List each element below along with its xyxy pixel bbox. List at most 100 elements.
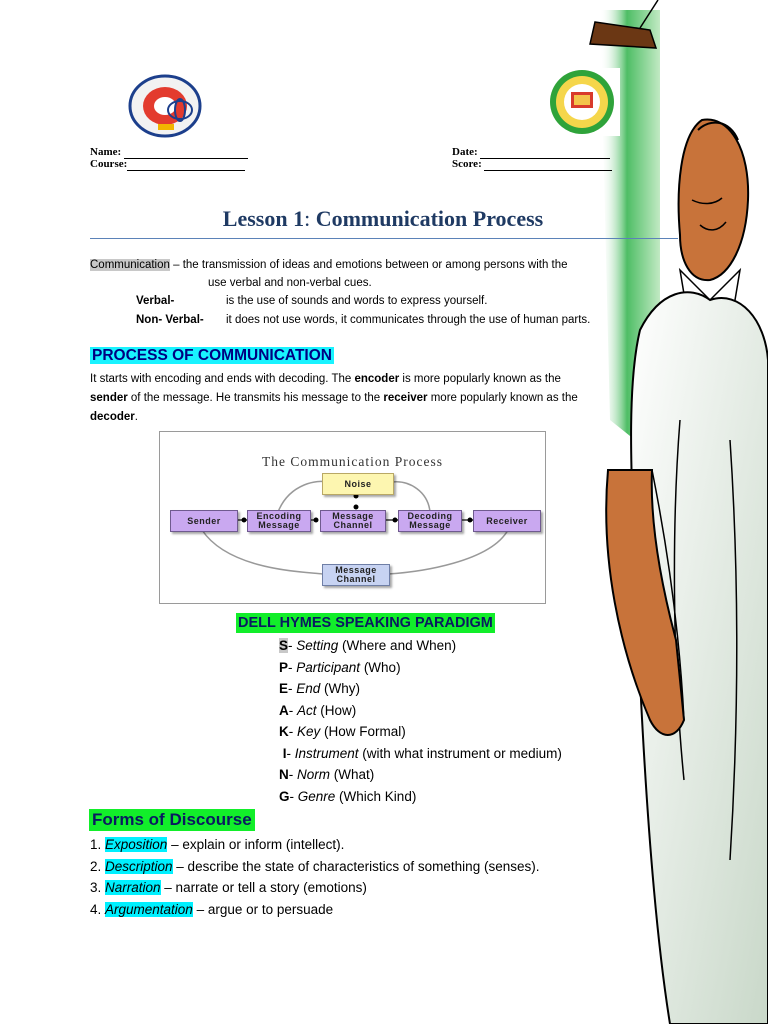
paradigm-letter: E: [279, 681, 289, 696]
encoding-box: Encoding Message: [247, 510, 311, 532]
decoding-label-2: Message: [409, 520, 451, 530]
discourse-item-narration: 3. Narration – narrate or tell a story (…: [90, 879, 367, 897]
process-text-3: of the message. He transmits his message…: [127, 392, 384, 404]
discourse-item-argumentation: 4. Argumentation – argue or to persuade: [90, 901, 333, 919]
paradigm-desc: (Which Kind): [335, 789, 417, 804]
encoding-label-2: Message: [258, 520, 300, 530]
paradigm-item-k: K- Key (How Formal): [279, 724, 406, 739]
discourse-number: 2.: [90, 859, 106, 874]
process-text-1: It starts with encoding and ends with de…: [90, 373, 355, 385]
decoder-term: decoder: [90, 411, 135, 423]
paradigm-desc: (What): [330, 767, 375, 782]
discourse-item-exposition: 1. Exposition – explain or inform (intel…: [90, 836, 344, 854]
sender-label: Sender: [187, 515, 221, 526]
paradigm-word: Act: [297, 703, 317, 718]
paradigm-word: End: [296, 681, 321, 696]
process-text-2: is more popularly known as the: [399, 373, 561, 385]
decoding-box: Decoding Message: [398, 510, 462, 532]
discourse-item-description: 2. Description – describe the state of c…: [90, 858, 539, 876]
paradigm-desc: (with what instrument or medium): [358, 746, 562, 761]
definition-text: – the transmission of ideas and emotions…: [169, 259, 568, 271]
receiver-box: Receiver: [473, 510, 541, 532]
discourse-desc: – explain or inform (intellect).: [167, 837, 345, 852]
name-input[interactable]: [123, 158, 248, 159]
paradigm-word: Participant: [296, 660, 361, 675]
paradigm-word: Genre: [297, 789, 336, 804]
page-title: Lesson 1: Communication Process: [90, 206, 676, 232]
course-input[interactable]: [127, 170, 246, 171]
paradigm-item-a: A- Act (How): [279, 703, 357, 718]
paradigm-item-i: I- Instrument (with what instrument or m…: [279, 746, 562, 761]
paradigm-letter: G: [279, 789, 290, 804]
feedback-channel-box: Message Channel: [322, 564, 390, 586]
receiver-label: Receiver: [486, 515, 528, 526]
institute-logo-left: [128, 74, 202, 138]
process-text-5: .: [134, 411, 138, 423]
course-field: Course:: [90, 158, 246, 171]
definition-term: Communication: [90, 259, 170, 271]
paradigm-word: Instrument: [294, 746, 359, 761]
verbal-label: Verbal-: [136, 295, 175, 307]
discourse-desc: – describe the state of characteristics …: [172, 859, 540, 874]
paradigm-item-e: E- End (Why): [279, 681, 361, 696]
feedback-label-1: Message: [335, 565, 377, 575]
title-divider: [90, 238, 678, 239]
discourse-number: 1.: [90, 837, 106, 852]
noise-label: Noise: [344, 478, 372, 489]
paradigm-heading-text: DELL HYMES SPEAKING PARADIGM: [238, 615, 493, 631]
discourse-number: 4.: [90, 902, 106, 917]
paradigm-item-g: G- Genre (Which Kind): [279, 789, 417, 804]
paradigm-letter: K: [279, 724, 289, 739]
paradigm-letter: I: [279, 746, 287, 761]
nonverbal-label: Non- Verbal-: [136, 314, 204, 326]
name-label: Name:: [90, 146, 122, 158]
date-input[interactable]: [480, 158, 611, 159]
process-heading: PROCESS OF COMMUNICATION: [90, 347, 334, 365]
paradigm-desc: (Who): [360, 660, 401, 675]
diagram-title: The Communication Process: [262, 454, 443, 469]
score-input[interactable]: [484, 170, 613, 171]
score-field: Score:: [452, 158, 613, 171]
feedback-label-2: Channel: [336, 574, 376, 584]
discourse-heading-text: Forms of Discourse: [92, 810, 252, 829]
receiver-term: receiver: [383, 392, 428, 404]
sender-term: sender: [90, 392, 128, 404]
date-field: Date:: [452, 146, 611, 159]
verbal-text: is the use of sounds and words to expres…: [226, 295, 488, 307]
paradigm-word: Key: [297, 724, 321, 739]
paradigm-desc: (How Formal): [320, 724, 406, 739]
date-label: Date:: [452, 146, 478, 158]
sender-box: Sender: [170, 510, 238, 532]
discourse-term: Exposition: [105, 837, 168, 852]
university-seal-right: [544, 68, 620, 136]
paradigm-heading: DELL HYMES SPEAKING PARADIGM: [236, 613, 495, 633]
discourse-number: 3.: [90, 880, 106, 895]
teacher-illustration: [589, 0, 768, 1024]
discourse-term: Narration: [105, 880, 161, 895]
paradigm-item-n: N- Norm (What): [279, 767, 375, 782]
nonverbal-text: it does not use words, it communicates t…: [226, 314, 591, 326]
paradigm-item-s: S- Setting (Where and When): [279, 638, 457, 653]
encoder-term: encoder: [354, 373, 400, 385]
name-field: Name:: [90, 146, 248, 159]
discourse-heading: Forms of Discourse: [89, 809, 255, 831]
encoding-label-1: Encoding: [256, 511, 302, 521]
paradigm-desc: (Why): [320, 681, 361, 696]
paradigm-letter: P: [279, 660, 289, 675]
title-colon: :: [304, 206, 311, 231]
process-paragraph: It starts with encoding and ends with de…: [90, 370, 680, 427]
channel-label-2: Channel: [333, 520, 373, 530]
channel-label-1: Message: [332, 511, 374, 521]
paradigm-letter: A: [279, 703, 289, 718]
definition-continuation: use verbal and non-verbal cues.: [208, 277, 372, 289]
decoding-label-1: Decoding: [407, 511, 453, 521]
nonverbal-row: Non- Verbal-: [136, 311, 204, 329]
process-heading-text: PROCESS OF COMMUNICATION: [90, 347, 334, 364]
paradigm-desc: (Where and When): [338, 638, 457, 653]
discourse-desc: – narrate or tell a story (emotions): [160, 880, 367, 895]
discourse-desc: – argue or to persuade: [192, 902, 334, 917]
course-label: Course:: [90, 158, 128, 170]
paradigm-word: Setting: [296, 638, 339, 653]
noise-box: Noise: [322, 473, 394, 495]
lesson-topic: Communication Process: [310, 206, 544, 231]
